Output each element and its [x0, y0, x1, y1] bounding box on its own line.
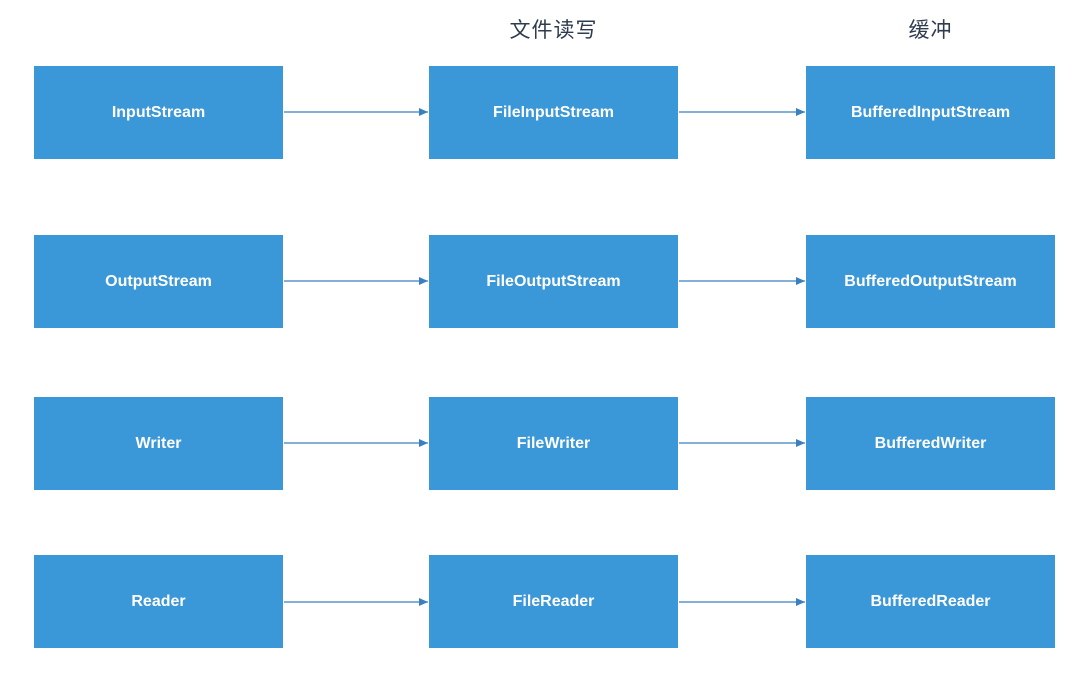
box-writer: Writer [34, 397, 283, 490]
box-label: InputStream [111, 103, 206, 121]
box-label: BufferedOutputStream [844, 272, 1017, 290]
box-label: FileOutputStream [486, 272, 621, 290]
box-label: BufferedInputStream [850, 103, 1011, 121]
box-filewriter: FileWriter [429, 397, 678, 490]
box-label: FileInputStream [493, 103, 614, 121]
box-bufferedwriter: BufferedWriter [806, 397, 1055, 490]
box-fileinputstream: FileInputStream [429, 66, 678, 159]
box-label: OutputStream [105, 272, 212, 290]
box-label: BufferedReader [870, 592, 991, 610]
header-file-read-write: 文件读写 [509, 18, 598, 42]
box-inputstream: InputStream [34, 66, 283, 159]
box-label: Writer [135, 434, 182, 452]
box-fileoutputstream: FileOutputStream [429, 235, 678, 328]
box-bufferedoutputstream: BufferedOutputStream [806, 235, 1055, 328]
header-buffer: 缓冲 [908, 18, 953, 42]
box-filereader: FileReader [429, 555, 678, 648]
box-bufferedinputstream: BufferedInputStream [806, 66, 1055, 159]
box-label: FileReader [512, 592, 595, 610]
box-label: BufferedWriter [874, 434, 987, 452]
box-outputstream: OutputStream [34, 235, 283, 328]
box-label: FileWriter [516, 434, 591, 452]
box-reader: Reader [34, 555, 283, 648]
box-label: Reader [131, 592, 186, 610]
box-bufferedreader: BufferedReader [806, 555, 1055, 648]
